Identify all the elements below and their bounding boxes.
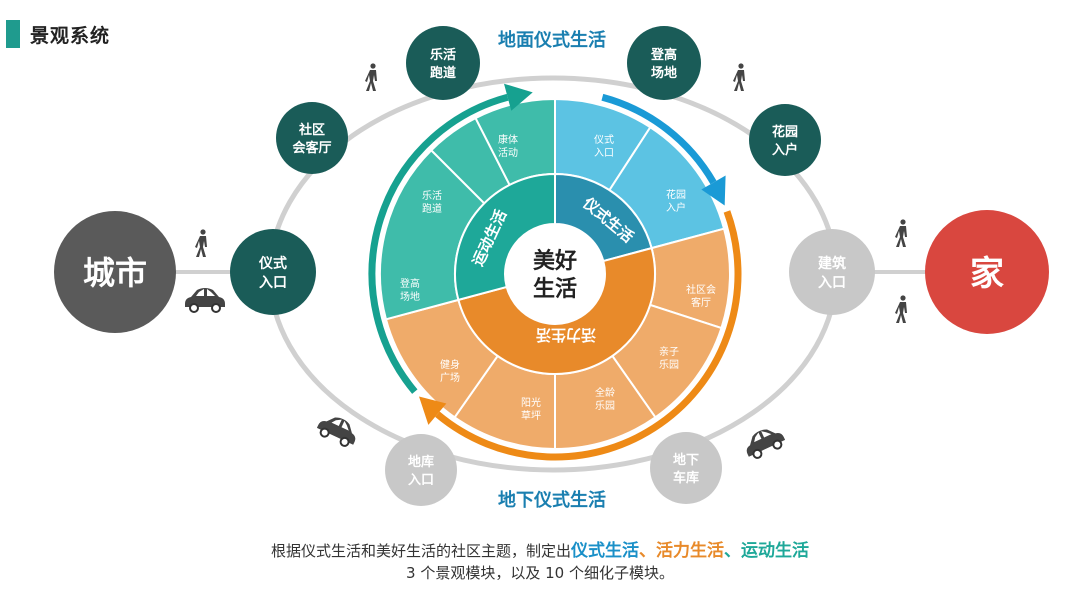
outer-segment-label: 广场 xyxy=(440,371,460,384)
outer-segment-label: 入户 xyxy=(666,201,686,214)
node-label: 社区 xyxy=(298,122,325,138)
city-node[interactable]: 城市 xyxy=(54,211,176,333)
sport-direction-arrow xyxy=(368,83,533,394)
node-label: 入户 xyxy=(772,142,798,158)
outer-segment-label: 亲子 xyxy=(659,345,679,358)
home-node[interactable]: 家 xyxy=(925,210,1049,334)
community-lounge-node[interactable]: 社区 会客厅 xyxy=(276,102,348,174)
node-label: 地库 xyxy=(408,454,434,470)
node-label: 车库 xyxy=(673,470,699,486)
inner-label-vitality: 活力生活 xyxy=(536,326,596,344)
node-label: 乐活 xyxy=(430,47,456,63)
wheel-center xyxy=(505,224,605,324)
node-label: 场地 xyxy=(651,65,677,81)
wheel-center-line1: 美好 xyxy=(533,248,577,274)
node-label: 建筑 xyxy=(818,255,846,272)
outer-segment-label: 草坪 xyxy=(521,409,541,422)
outer-segment-label: 活动 xyxy=(498,147,518,159)
car-icon xyxy=(184,287,226,313)
walker-icon xyxy=(365,63,377,91)
node-label: 跑道 xyxy=(430,65,456,81)
climb-plaza-node[interactable]: 登高 场地 xyxy=(627,26,701,100)
node-label: 入口 xyxy=(408,473,434,488)
node-label: 花园 xyxy=(772,124,798,140)
bottom-arc-label: 地下仪式生活 xyxy=(498,489,606,511)
caption-sep: 、 xyxy=(639,541,656,561)
caption-highlight-vitality: 活力生活 xyxy=(656,541,724,561)
top-arc-label: 地面仪式生活 xyxy=(498,29,606,51)
outer-segment-label: 入口 xyxy=(594,148,614,159)
outer-ring-segments xyxy=(379,97,731,451)
home-label: 家 xyxy=(970,254,1004,294)
inner-ring-segments xyxy=(454,172,656,375)
walker-icon xyxy=(195,229,207,257)
outer-segment-label: 康体 xyxy=(498,133,518,146)
node-label: 入口 xyxy=(818,275,846,291)
caption-prefix: 根据仪式生活和美好生活的社区主题，制定出 xyxy=(270,542,571,560)
outer-segment-label: 客厅 xyxy=(691,296,711,309)
walker-icon xyxy=(733,63,745,91)
building-entrance-node[interactable]: 建筑 入口 xyxy=(789,229,875,315)
walker-icon xyxy=(895,219,907,247)
outer-segment-label: 乐园 xyxy=(659,359,679,371)
ceremony-entrance-node[interactable]: 仪式 入口 xyxy=(230,229,316,315)
node-label: 仪式 xyxy=(258,255,287,272)
caption-sep: 、 xyxy=(724,541,741,561)
outer-segment-label: 乐园 xyxy=(595,400,615,412)
basement-entrance-node[interactable]: 地库 入口 xyxy=(385,434,457,506)
vitality-direction-arrow xyxy=(419,210,742,461)
wheel: 美好 生活 仪式 入口 花园 入户 康体 活动 乐活 跑道 登高 场地 社区会 … xyxy=(368,83,742,461)
section-title: 景观系统 xyxy=(30,24,111,47)
node-label: 入口 xyxy=(259,275,287,291)
city-label: 城市 xyxy=(83,254,147,292)
underground-garage-node[interactable]: 地下 车库 xyxy=(650,432,722,504)
node-label: 会客厅 xyxy=(292,140,331,156)
caption-line2: 3 个景观模块，以及 10 个细化子模块。 xyxy=(406,564,674,582)
node-label: 地下 xyxy=(673,452,699,468)
direction-arrows xyxy=(368,83,742,461)
outer-segment-label: 乐活 xyxy=(422,190,442,202)
garden-entry-node[interactable]: 花园 入户 xyxy=(749,104,821,176)
caption-line1: 根据仪式生活和美好生活的社区主题，制定出仪式生活、活力生活、运动生活 xyxy=(0,540,1080,562)
caption: 根据仪式生活和美好生活的社区主题，制定出仪式生活、活力生活、运动生活 3 个景观… xyxy=(0,540,1080,584)
outer-segment-label: 场地 xyxy=(400,290,420,303)
node-label: 登高 xyxy=(650,47,677,63)
car-icon xyxy=(739,421,789,463)
wheel-center-line2: 生活 xyxy=(533,277,577,302)
outer-segment-label: 健身 xyxy=(440,358,460,371)
outer-segment-label: 社区会 xyxy=(686,283,716,296)
fun-track-node[interactable]: 乐活 跑道 xyxy=(406,26,480,100)
outer-segment-label: 跑道 xyxy=(422,202,442,215)
outer-segment-label: 全龄 xyxy=(595,386,615,399)
caption-highlight-sport: 运动生活 xyxy=(741,541,809,561)
header-accent-bar xyxy=(6,20,20,48)
caption-highlight-ceremony: 仪式生活 xyxy=(571,541,639,561)
ceremony-direction-arrow xyxy=(601,93,726,206)
outer-segment-label: 仪式 xyxy=(594,133,614,146)
walker-icon xyxy=(895,295,907,323)
outer-segment-label: 登高 xyxy=(400,277,420,290)
outer-segment-label: 阳光 xyxy=(521,396,541,409)
outer-segment-label: 花园 xyxy=(666,188,686,201)
header: 景观系统 xyxy=(6,20,110,48)
